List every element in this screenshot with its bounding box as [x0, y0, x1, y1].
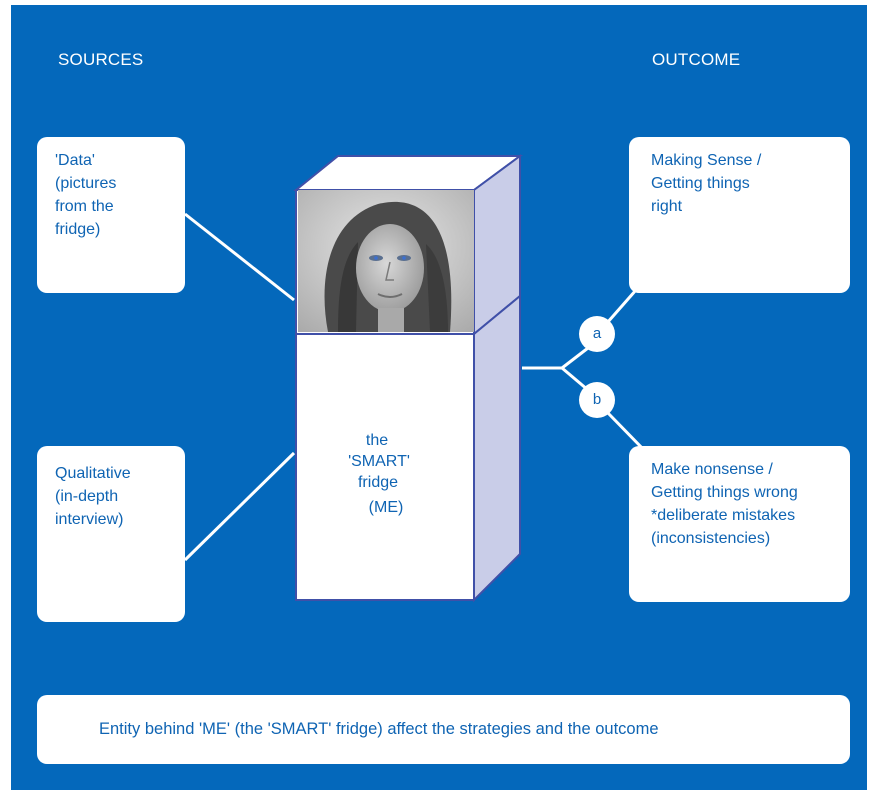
- outcome-box-making-sense-text: Making Sense / Getting things right: [651, 152, 762, 215]
- source-box-data: 'Data' (pictures from the fridge): [37, 137, 185, 293]
- footer-box: Entity behind 'ME' (the 'SMART' fridge) …: [37, 695, 850, 764]
- outcome-box-making-sense: Making Sense / Getting things right: [629, 137, 850, 293]
- portrait-image: [298, 190, 474, 332]
- source-box-data-text: 'Data' (pictures from the fridge): [55, 152, 117, 238]
- branch-a-circle: a: [579, 316, 615, 352]
- source-box-qualitative: Qualitative (in-depth interview): [37, 446, 185, 622]
- sources-heading: SOURCES: [58, 50, 144, 69]
- outcome-box-nonsense-text: Make nonsense / Getting things wrong *de…: [651, 461, 798, 547]
- source-box-qualitative-text: Qualitative (in-depth interview): [55, 465, 131, 528]
- fridge-label-line-1: the: [365, 432, 389, 449]
- fridge-label: the 'SMART' fridge (ME): [298, 430, 474, 518]
- fridge-label-line-4: (ME): [368, 499, 404, 516]
- fridge-label-line-3: fridge: [357, 474, 399, 491]
- portrait-photo: [298, 190, 474, 332]
- branch-b-circle: b: [579, 382, 615, 418]
- outcome-box-nonsense: Make nonsense / Getting things wrong *de…: [629, 446, 850, 602]
- outcome-heading: OUTCOME: [652, 50, 741, 69]
- footer-text: Entity behind 'ME' (the 'SMART' fridge) …: [99, 720, 659, 738]
- fridge-label-line-2: 'SMART': [348, 453, 410, 470]
- diagram-canvas: [11, 5, 867, 790]
